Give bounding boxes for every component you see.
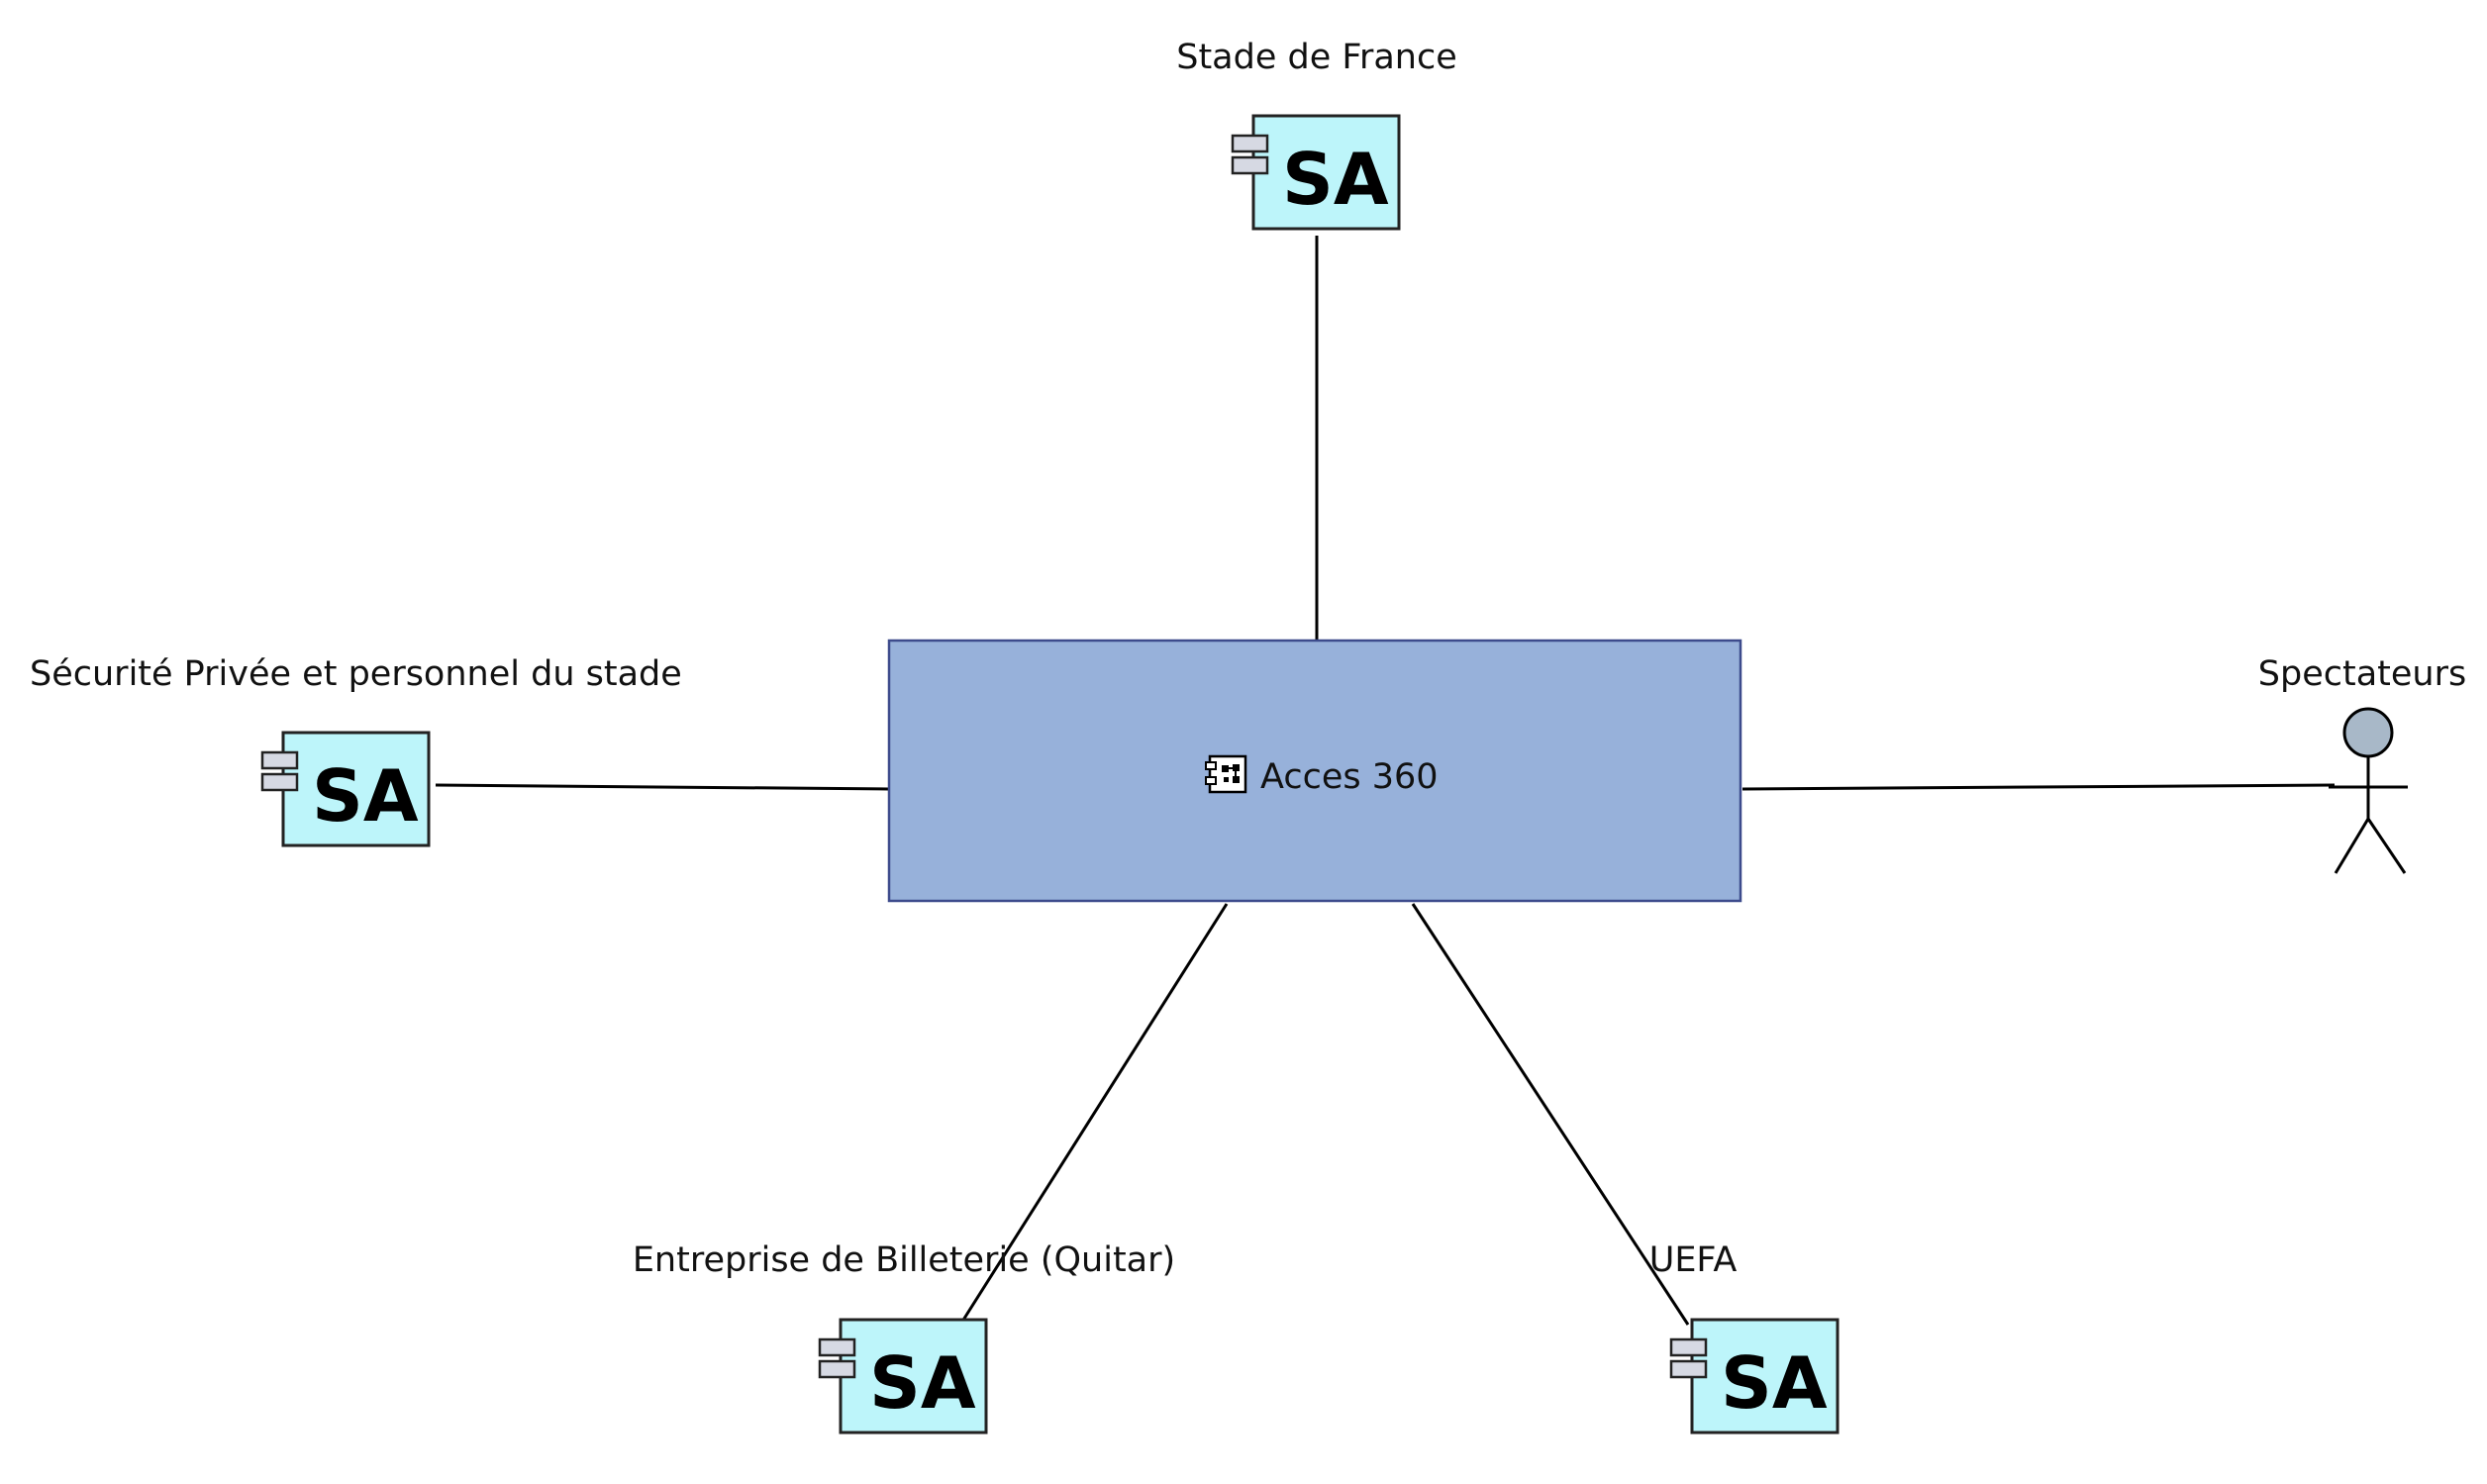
actor-label-uefa: UEFA — [1649, 1240, 1738, 1280]
connection-billeterie[interactable] — [958, 903, 1229, 1326]
system-actor-icon: SA — [1669, 1318, 1840, 1435]
connection-spectateurs[interactable] — [1741, 783, 2336, 791]
actor-entreprise-billeterie[interactable]: Entreprise de Billeterie (Quitar) SA — [633, 1240, 1175, 1435]
system-label: Acces 360 — [1260, 757, 1439, 797]
system-actor-icon: SA — [1231, 114, 1401, 231]
connection-securite[interactable] — [435, 783, 890, 791]
sa-badge: SA — [1282, 138, 1389, 221]
sa-badge: SA — [1721, 1341, 1828, 1425]
actor-label-billeterie: Entreprise de Billeterie (Quitar) — [633, 1240, 1175, 1280]
system-actor-icon: SA — [260, 731, 431, 847]
component-icon — [1205, 754, 1247, 794]
connection-uefa[interactable] — [1411, 903, 1690, 1326]
system-actor-icon: SA — [818, 1318, 988, 1435]
actor-label-spectateurs: Spectateurs — [2258, 654, 2466, 694]
system-block[interactable]: Acces 360 — [887, 639, 1742, 903]
stick-figure-icon — [2329, 707, 2408, 874]
actor-spectateurs[interactable]: Spectateurs — [2258, 654, 2466, 874]
actor-label-securite: Sécurité Privée et personnel du stade — [30, 654, 682, 694]
sa-badge: SA — [869, 1341, 976, 1425]
actor-securite-privee[interactable]: Sécurité Privée et personnel du stade SA — [30, 654, 682, 847]
actor-stade-de-france[interactable]: Stade de France SA — [1176, 38, 1457, 231]
system-rect — [887, 639, 1742, 903]
sa-badge: SA — [312, 754, 419, 838]
actor-uefa[interactable]: UEFA SA — [1649, 1240, 1840, 1435]
actor-label-stade: Stade de France — [1176, 38, 1457, 77]
